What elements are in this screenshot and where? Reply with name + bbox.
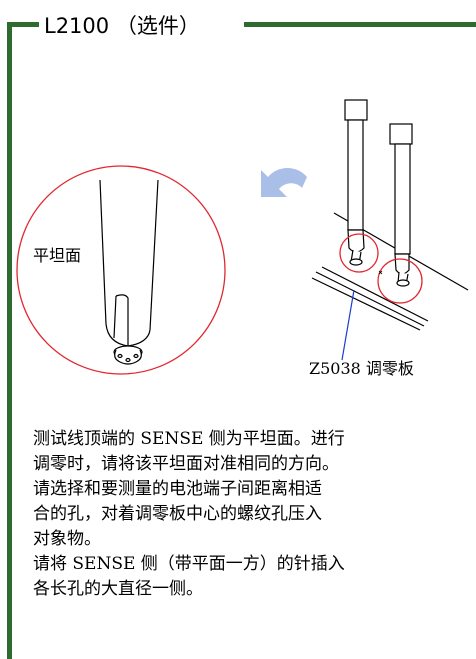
description-line: 测试线顶端的 SENSE 侧为平坦面。进行 xyxy=(33,429,345,449)
probe-tip-right xyxy=(389,123,413,287)
frame-left-border xyxy=(7,22,12,659)
hole-highlight-circle xyxy=(339,233,379,273)
description-line: 各长孔的大直径一侧。 xyxy=(33,579,203,599)
frame-top-border xyxy=(244,22,476,27)
description: 测试线顶端的 SENSE 侧为平坦面。进行 调零时，请将该平坦面对准相同的方向。… xyxy=(33,427,469,602)
description-line: 调零时，请将该平坦面对准相同的方向。 xyxy=(33,454,339,474)
description-line: 请选择和要测量的电池端子间距离相适 xyxy=(33,479,322,499)
description-line: 合的孔，对着调零板中心的螺纹孔压入 xyxy=(33,504,322,524)
description-line: 对象物。 xyxy=(33,529,101,549)
zero-adjust-board xyxy=(311,212,469,331)
magnified-probe xyxy=(99,179,159,365)
board-leader-line xyxy=(341,289,355,361)
probe-tip-left xyxy=(344,99,368,266)
description-line: 请将 SENSE 侧（带平面一方）的针插入 xyxy=(33,554,345,574)
section-title: L2100 （选件） xyxy=(44,14,200,38)
enlarge-arrow-icon xyxy=(261,168,307,197)
magnified-view-circle xyxy=(16,165,226,375)
hole-highlight-circle xyxy=(377,258,423,304)
zero-adjust-board-label: Z5038 调零板 xyxy=(309,359,414,378)
illustration xyxy=(16,99,469,375)
flat-surface-label: 平坦面 xyxy=(33,246,82,265)
frame-top-border xyxy=(7,22,39,27)
